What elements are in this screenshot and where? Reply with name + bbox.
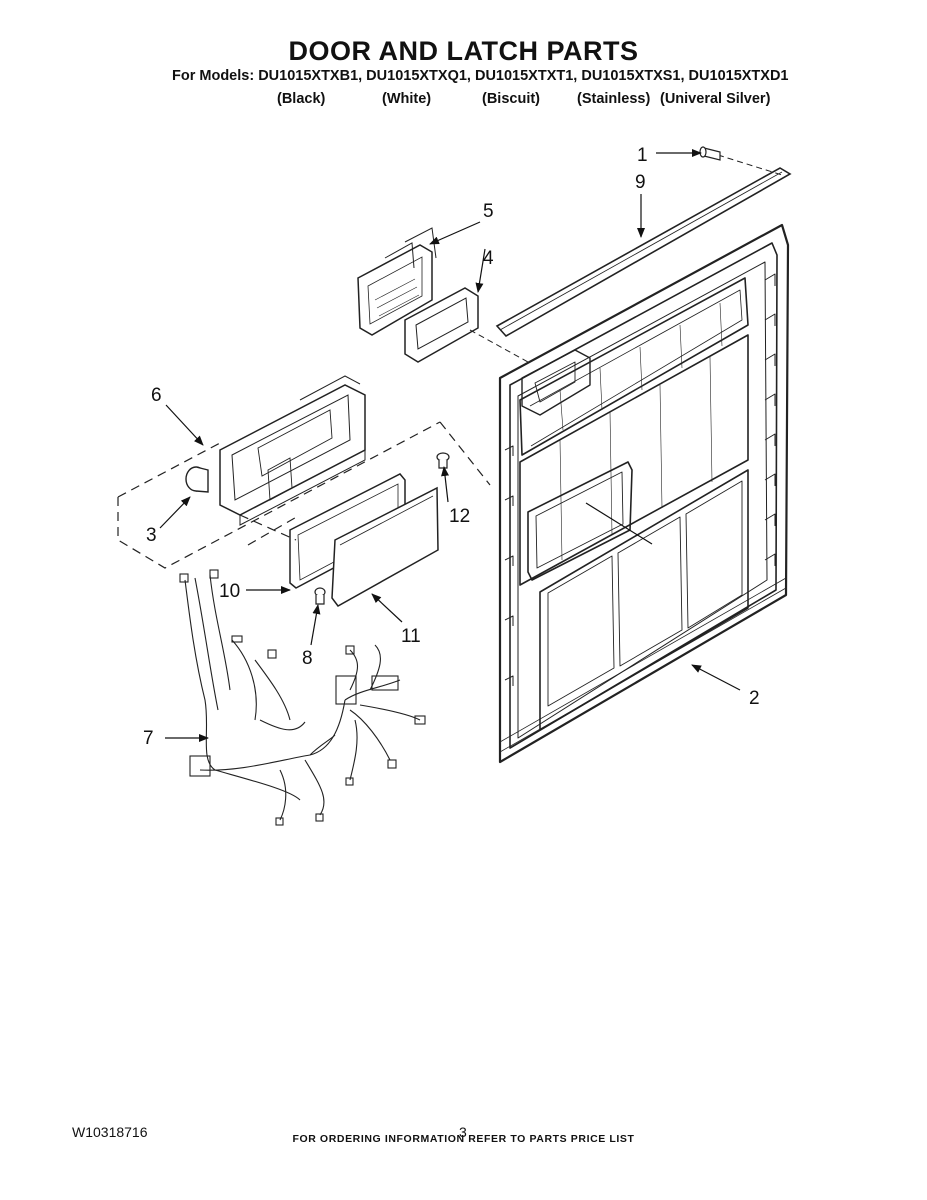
color-white: (White)	[382, 91, 432, 107]
door-panel-drawing	[498, 223, 790, 764]
color-universal-silver: (Univeral Silver)	[660, 91, 771, 107]
module-dashed-outline	[117, 421, 491, 569]
callout-10: 10	[219, 581, 240, 602]
callout-6: 6	[151, 385, 162, 406]
color-stainless: (Stainless)	[577, 91, 651, 107]
shield-panel-drawing	[331, 486, 439, 607]
screw-12-drawing	[436, 452, 450, 469]
ordering-note: FOR ORDERING INFORMATION REFER TO PARTS …	[292, 1133, 635, 1145]
callout-8: 8	[302, 648, 313, 669]
screw-8-drawing	[314, 587, 326, 605]
callout-7: 7	[143, 728, 154, 749]
callout-3: 3	[146, 525, 157, 546]
models-line: For Models: DU1015XTXB1, DU1015XTXQ1, DU…	[172, 68, 789, 84]
callout-12: 12	[449, 506, 470, 527]
callout-2: 2	[749, 688, 760, 709]
latch-gasket-drawing	[404, 287, 529, 363]
latch-bracket-drawing	[357, 227, 437, 336]
callout-9: 9	[635, 172, 646, 193]
color-black: (Black)	[277, 91, 326, 107]
callout-11: 11	[401, 626, 421, 647]
callout-5: 5	[483, 201, 494, 222]
document-number: W10318716	[72, 1124, 148, 1140]
callout-arrows	[159, 149, 741, 742]
vent-gasket-strip-drawing	[495, 154, 792, 338]
wire-harness-drawing	[179, 569, 426, 826]
callout-4: 4	[483, 248, 494, 269]
screw-1-drawing	[699, 146, 721, 161]
callout-1: 1	[637, 145, 648, 166]
color-biscuit: (Biscuit)	[482, 91, 540, 107]
page-number: 3	[459, 1124, 467, 1140]
control-module-drawing	[219, 375, 366, 526]
button-3-drawing	[185, 466, 209, 493]
page-title: DOOR AND LATCH PARTS	[288, 36, 639, 66]
